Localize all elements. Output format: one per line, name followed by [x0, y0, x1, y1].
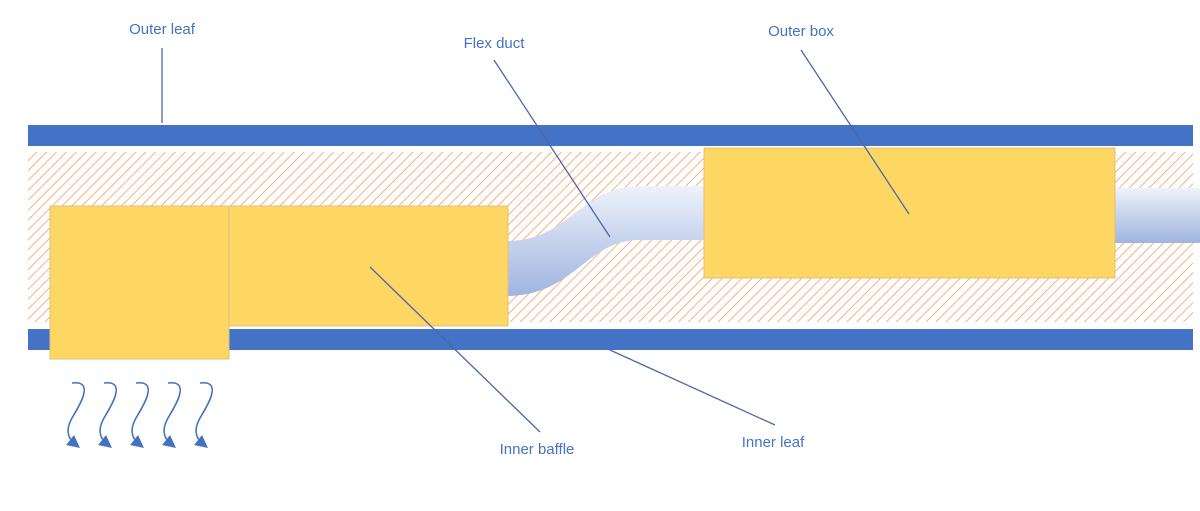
- airflow-arrow-icon: [194, 382, 213, 449]
- flex-duct-label: Flex duct: [463, 35, 525, 52]
- flex-duct-outlet: [1113, 188, 1200, 243]
- outer-box-leader: [800, 49, 910, 215]
- flex-duct-leader: [493, 59, 611, 238]
- airflow-arrow-icon: [130, 382, 149, 449]
- inner-baffle-label: Inner baffle: [499, 441, 575, 458]
- inner-leaf-leader: [609, 349, 776, 426]
- airflow-arrow-icon: [162, 382, 181, 449]
- outer-leaf-label: Outer leaf: [129, 21, 195, 38]
- inner-leaf-label: Inner leaf: [741, 434, 805, 451]
- airflow-arrow-icon: [66, 382, 85, 449]
- flex-duct: [506, 186, 706, 296]
- inner-baffle: [228, 205, 509, 327]
- airflow-arrows: [66, 382, 213, 449]
- outer-box: [703, 147, 1116, 279]
- inner-leaf-bar: [28, 329, 1193, 350]
- airflow-arrow-icon: [98, 382, 117, 449]
- inner-box-left: [49, 205, 230, 360]
- outer-leaf-bar: [28, 125, 1193, 146]
- outer-box-label: Outer box: [768, 23, 834, 40]
- inner-baffle-leader: [369, 266, 541, 433]
